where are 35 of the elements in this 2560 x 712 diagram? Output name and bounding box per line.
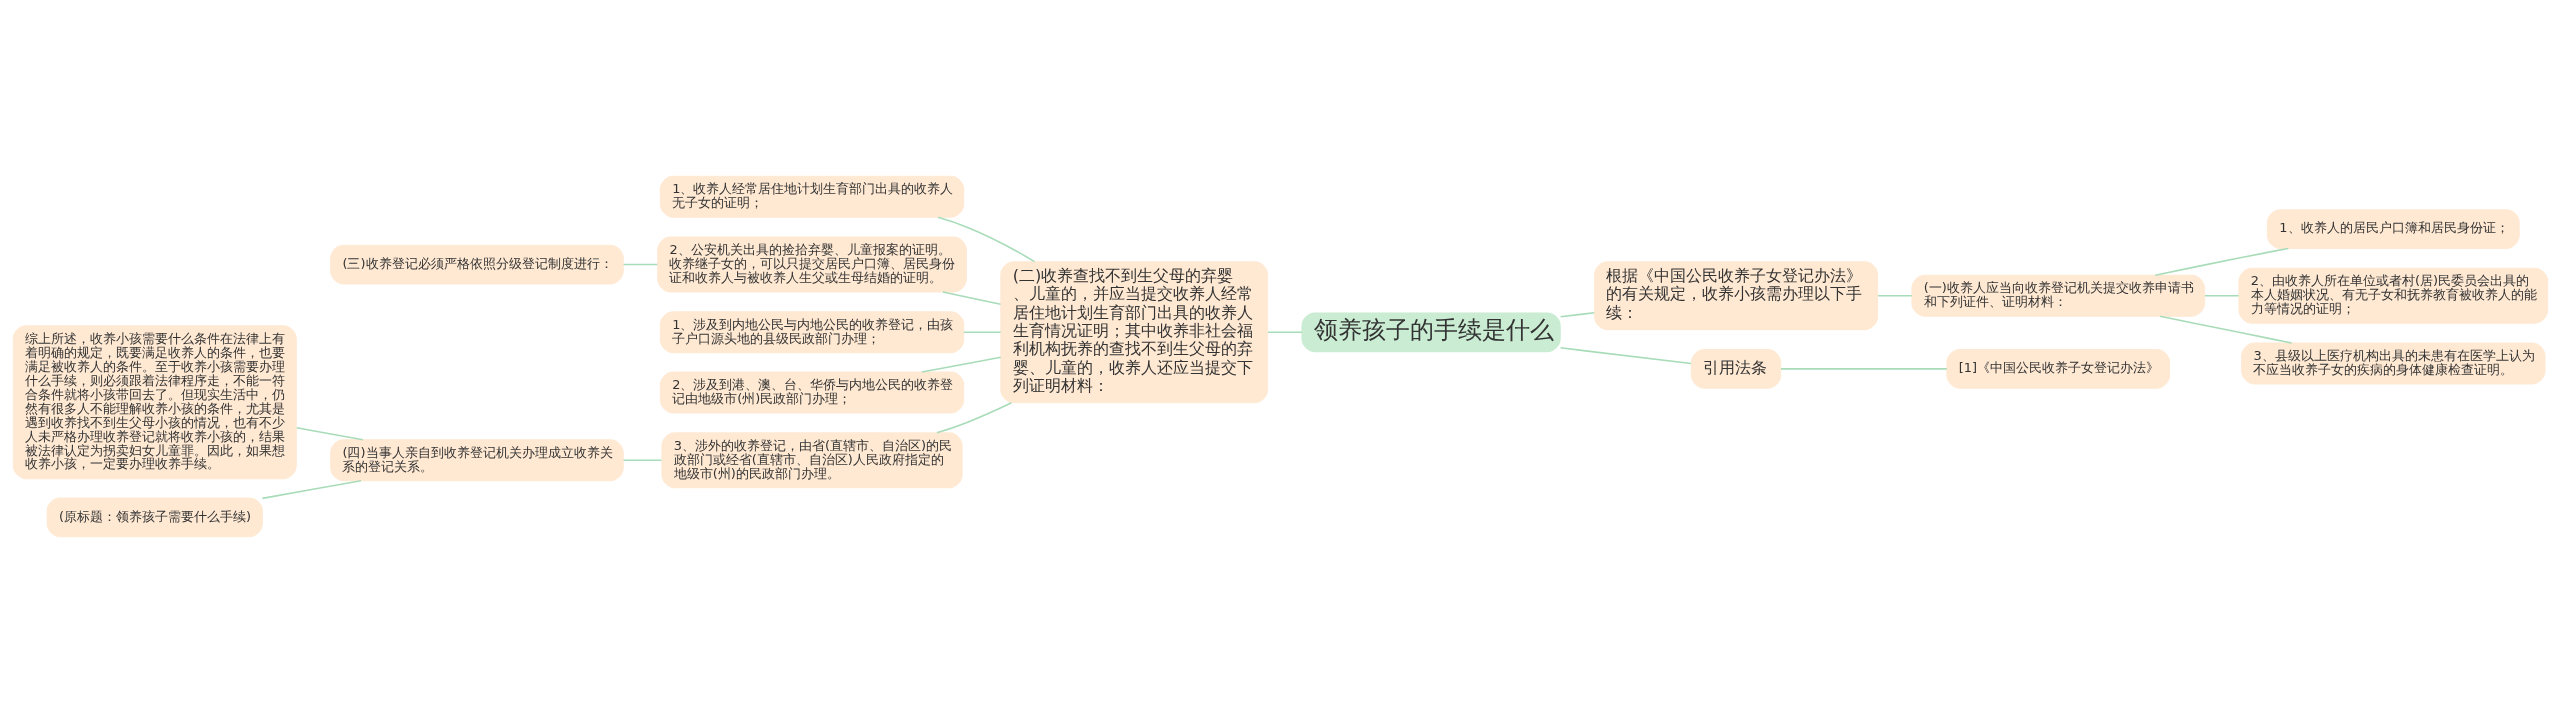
node-box: 1、涉及到内地公民与内地公民的收养登记，由孩子户口源头地的县级民政部门办理； <box>659 310 964 353</box>
node-box: 2、公安机关出具的捡拾弃婴、儿童报案的证明。收养继子女的，可以只提交居民户口簿、居民身份证和收养人与被收养人生父或生母结婚的证明。 <box>656 236 967 292</box>
node-box: 1、收养人的居民户口簿和居民身份证； <box>2266 208 2520 249</box>
connector <box>1559 346 1692 364</box>
node-box: (原标题：领养孩子需要什么手续) <box>46 496 263 537</box>
connector <box>622 263 658 265</box>
connector <box>941 290 1001 305</box>
node-box: 3、涉外的收养登记，由省(直辖市、自治区)的民政部门或经省(直辖市、自治区)人民政府指定的地级市(州)的民政部门办理。 <box>660 431 963 488</box>
node-box: [1]《中国公民收养子女登记办法》 <box>1945 348 2170 389</box>
connector <box>2203 294 2239 297</box>
connector <box>1779 367 1948 370</box>
connector <box>962 331 1001 333</box>
connector <box>2153 247 2289 276</box>
connector <box>935 401 1012 434</box>
node-box: 3、县级以上医疗机构出具的未患有在医学上认为不应当收养子女的疾病的身体健康检查证明。 <box>2240 342 2546 384</box>
connector <box>2158 314 2292 344</box>
connector <box>295 426 364 441</box>
connector <box>1876 294 1913 297</box>
node-box: 1、收养人经常居住地计划生育部门出具的收养人无子女的证明； <box>659 175 964 218</box>
connector <box>1266 331 1303 333</box>
node-box: (四)当事人亲自到收养登记机关办理成立收养关系的登记关系。 <box>329 438 624 481</box>
node-box: 引用法条 <box>1690 348 1781 389</box>
connector <box>920 355 1002 373</box>
node-box: 2、涉及到港、澳、台、华侨与内地公民的收养登记由地级市(州)民政部门办理； <box>659 371 964 414</box>
connector <box>1559 311 1595 318</box>
node-box: 根据《中国公民收养子女登记办法》的有关规定，收养小孩需办理以下手续： <box>1593 260 1878 330</box>
connector <box>936 215 1035 262</box>
node-box: 综上所述，收养小孩需要什么条件在法律上有着明确的规定，既要满足收养人的条件，也要满足被收养人的条件。至于收养小孩需要办理什么手续，则必须跟着法律程序走，不能一符合条件就将小孩带回去了。但现实生活中，仍然有很多人不能理解收养小孩的条件，尤其是遇到收养找不到生父母小孩的情况，也有不少人未严格办理收养登记就将收养小孩的，结果被法律认定为拐卖妇女儿童罪。因此，如果想收养小孩，一定要办理收养手续。 <box>12 324 297 479</box>
connector <box>261 479 362 499</box>
node-box: (二)收养查找不到生父母的弃婴、儿童的，并应当提交收养人经常居住地计划生育部门出具的收养人生育情况证明；其中收养非社会福利机构抚养的查找不到生父母的弃婴、儿童的，收养人还应当提交下列证明材料： <box>999 260 1268 403</box>
node-box: (一)收养人应当向收养登记机关提交收养申请书和下列证件、证明材料： <box>1910 274 2205 317</box>
node-box: 领养孩子的手续是什么 <box>1300 311 1561 352</box>
connector <box>622 459 662 461</box>
node-box: (三)收养登记必须严格依照分级登记制度进行： <box>329 244 624 284</box>
node-box: 2、由收养人所在单位或者村(居)民委员会出具的本人婚姻状况、有无子女和抚养教育被收养人的能力等情况的证明； <box>2237 267 2548 324</box>
